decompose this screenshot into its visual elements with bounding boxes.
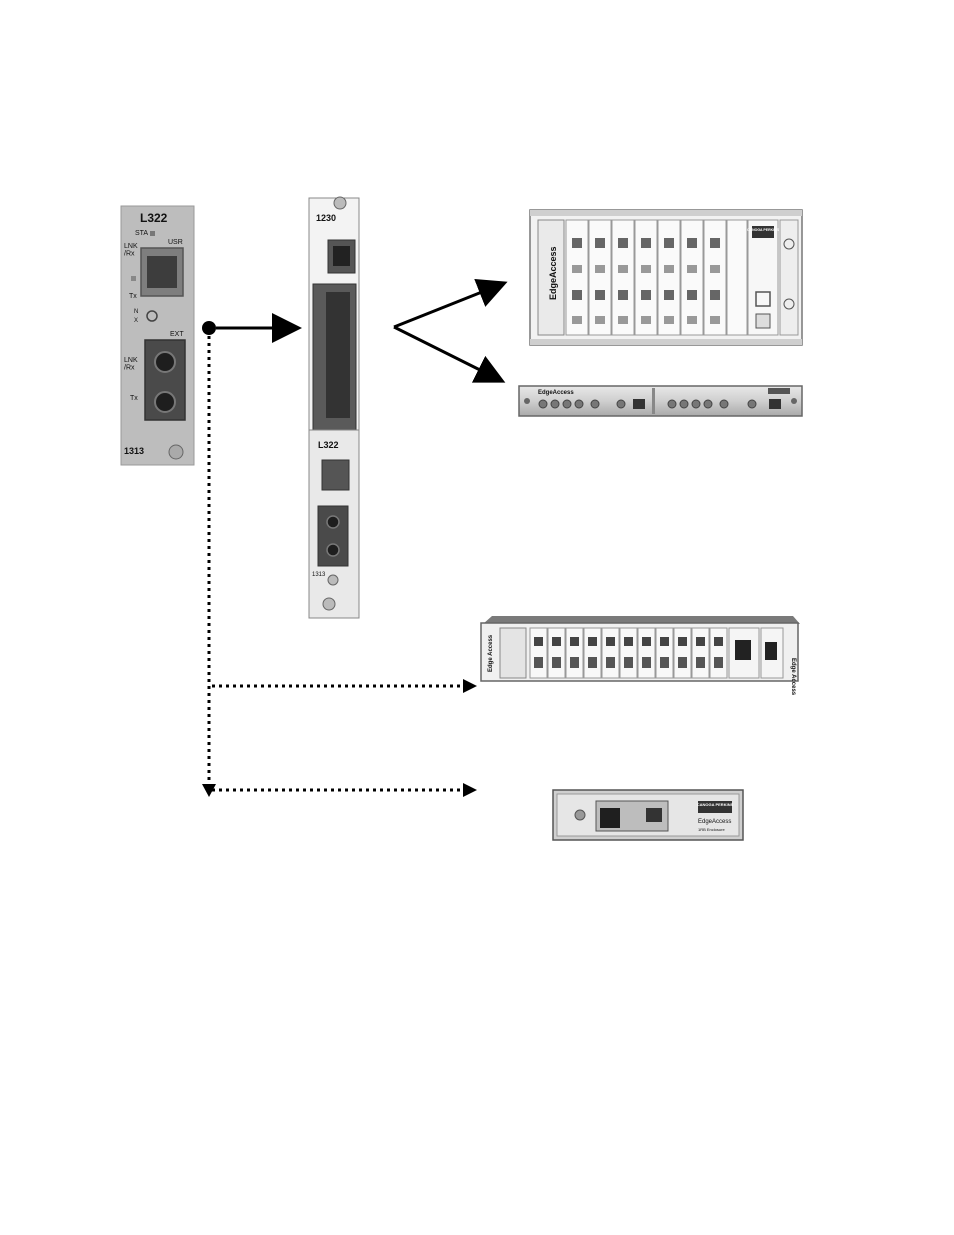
slim-chassis-brand: EdgeAccess: [538, 390, 574, 396]
module-thumbscrew: [169, 445, 183, 459]
module-tx-label: Tx: [129, 293, 137, 300]
sta-led: [150, 231, 155, 236]
enclosure-product-label: EdgeAccess: [698, 819, 731, 825]
inner-fiber-tx: [327, 544, 339, 556]
module-usr-label: USR: [168, 239, 183, 246]
module-model-label: L322: [140, 211, 168, 225]
carrier-inner-wavelength-label: 1313: [312, 572, 326, 578]
fiber-connector-rx: [155, 352, 175, 372]
chassis-brand-badge-text: CANOGA PERKINS: [747, 228, 780, 232]
module-wavelength-label: 1313: [124, 446, 144, 456]
edgeaccess-slim-chassis-photo: EdgeAccess: [519, 386, 802, 416]
edgeaccess-1rb-enclosure-photo: CANOGA PERKINS EdgeAccess 1RB Enclosure: [553, 790, 743, 840]
fiber-connector-tx: [155, 392, 175, 412]
module-sta-label: STA: [135, 230, 148, 237]
switch-n-label: N: [134, 309, 138, 315]
chassis-right-panel: [780, 220, 798, 335]
module-ext-label: EXT: [170, 331, 184, 338]
carrier-top-screw: [334, 197, 346, 209]
carrier-slot-interior: [326, 292, 350, 418]
chassis-card-slots: [566, 220, 747, 335]
dotted-arrowhead-medium: [463, 679, 477, 693]
edgeaccess-medium-chassis-photo: Edge Access: [481, 616, 800, 696]
solid-arrow-to-slim-chassis: [394, 327, 500, 380]
medium-power-inlet: [735, 640, 751, 660]
switch-x-label: X: [134, 318, 138, 324]
enclosure-fiber-port: [600, 808, 620, 828]
inner-rj45-port: [322, 460, 349, 490]
origin-dot: [202, 321, 216, 335]
carrier-model-label: 1230: [316, 213, 336, 223]
chassis-brand-vertical: EdgeAccess: [548, 246, 558, 300]
chassis-bottom-rail: [530, 339, 802, 345]
carrier-inner-model-label: L322: [318, 440, 339, 450]
inner-screw: [328, 575, 338, 585]
medium-chassis-brand-left: Edge Access: [488, 634, 494, 672]
power-inlet: [756, 314, 770, 328]
solid-arrow-to-large-chassis: [394, 284, 502, 327]
inner-fiber-port: [318, 506, 348, 566]
usr-port-opening: [147, 256, 177, 288]
medium-chassis-brand-right: Edge Access: [790, 658, 796, 696]
enclosure-rj45-port: [646, 808, 662, 822]
enclosure-subtitle-label: 1RB Enclosure: [698, 827, 725, 832]
enclosure-brand-badge-text: CANOGA PERKINS: [697, 802, 734, 807]
edgeaccess-large-chassis-photo: EdgeAccess: [530, 210, 802, 345]
inner-fiber-rx: [327, 516, 339, 528]
module-tx-label-2: Tx: [130, 395, 138, 402]
carrier-1230-photo: 1230 L322 1313: [309, 197, 359, 618]
chassis-power-module: CANOGA PERKINS: [747, 220, 780, 335]
medium-chassis-slots: [530, 628, 727, 678]
chassis-top-rail: [530, 210, 802, 216]
l322-module-photo: L322 STA LNK/Rx USR Tx N X EXT LNK/Rx Tx…: [121, 206, 194, 465]
chassis-left-panel: EdgeAccess: [538, 220, 564, 335]
lnk-led: [131, 276, 136, 281]
carrier-rj45-opening: [333, 246, 350, 266]
carrier-bottom-screw: [323, 598, 335, 610]
dotted-arrowhead-enclosure: [463, 783, 477, 797]
